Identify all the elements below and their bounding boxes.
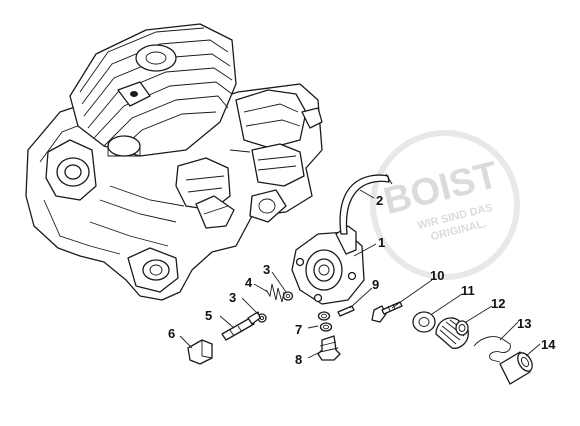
- part-9-pin: [337, 305, 355, 317]
- callout-5: 5: [205, 308, 212, 323]
- part-10-screw: [371, 301, 403, 323]
- part-7-o-rings: [317, 311, 333, 332]
- callout-7: 7: [295, 322, 302, 337]
- part-2-oil-hose: [339, 173, 393, 235]
- part-14-sleeve: [499, 351, 533, 385]
- callout-labels: 1 2 3 4 3 5 6 7 8 9 10 11 12 13 14: [168, 193, 556, 367]
- leader-lines: [179, 189, 541, 359]
- callout-6: 6: [168, 326, 175, 341]
- part-1-oil-pump: [291, 225, 365, 305]
- part-11-washer: [412, 311, 436, 333]
- callout-3-lower: 3: [229, 290, 236, 305]
- callout-9: 9: [372, 277, 379, 292]
- part-13-spring-clip: [473, 336, 511, 363]
- callout-1: 1: [378, 235, 385, 250]
- cylinder-with-fins: [69, 23, 237, 157]
- watermark: BOIST WIR SIND DAS ORIGINAL.: [370, 130, 520, 280]
- part-6-plug: [187, 339, 213, 365]
- part-8-fitting: [317, 335, 341, 361]
- callout-2: 2: [376, 193, 383, 208]
- callout-3-upper: 3: [263, 262, 270, 277]
- part-12-worm-gear: [435, 317, 469, 349]
- callout-10: 10: [430, 268, 444, 283]
- part-4-spring: [265, 283, 285, 303]
- part-5-adjusting-pin: [221, 311, 261, 341]
- callout-12: 12: [491, 296, 505, 311]
- callout-8: 8: [295, 352, 302, 367]
- callout-13: 13: [517, 316, 531, 331]
- callout-11: 11: [461, 283, 475, 298]
- callout-14: 14: [541, 337, 556, 352]
- part-3-washer-upper: [282, 291, 294, 301]
- callout-4: 4: [245, 275, 253, 290]
